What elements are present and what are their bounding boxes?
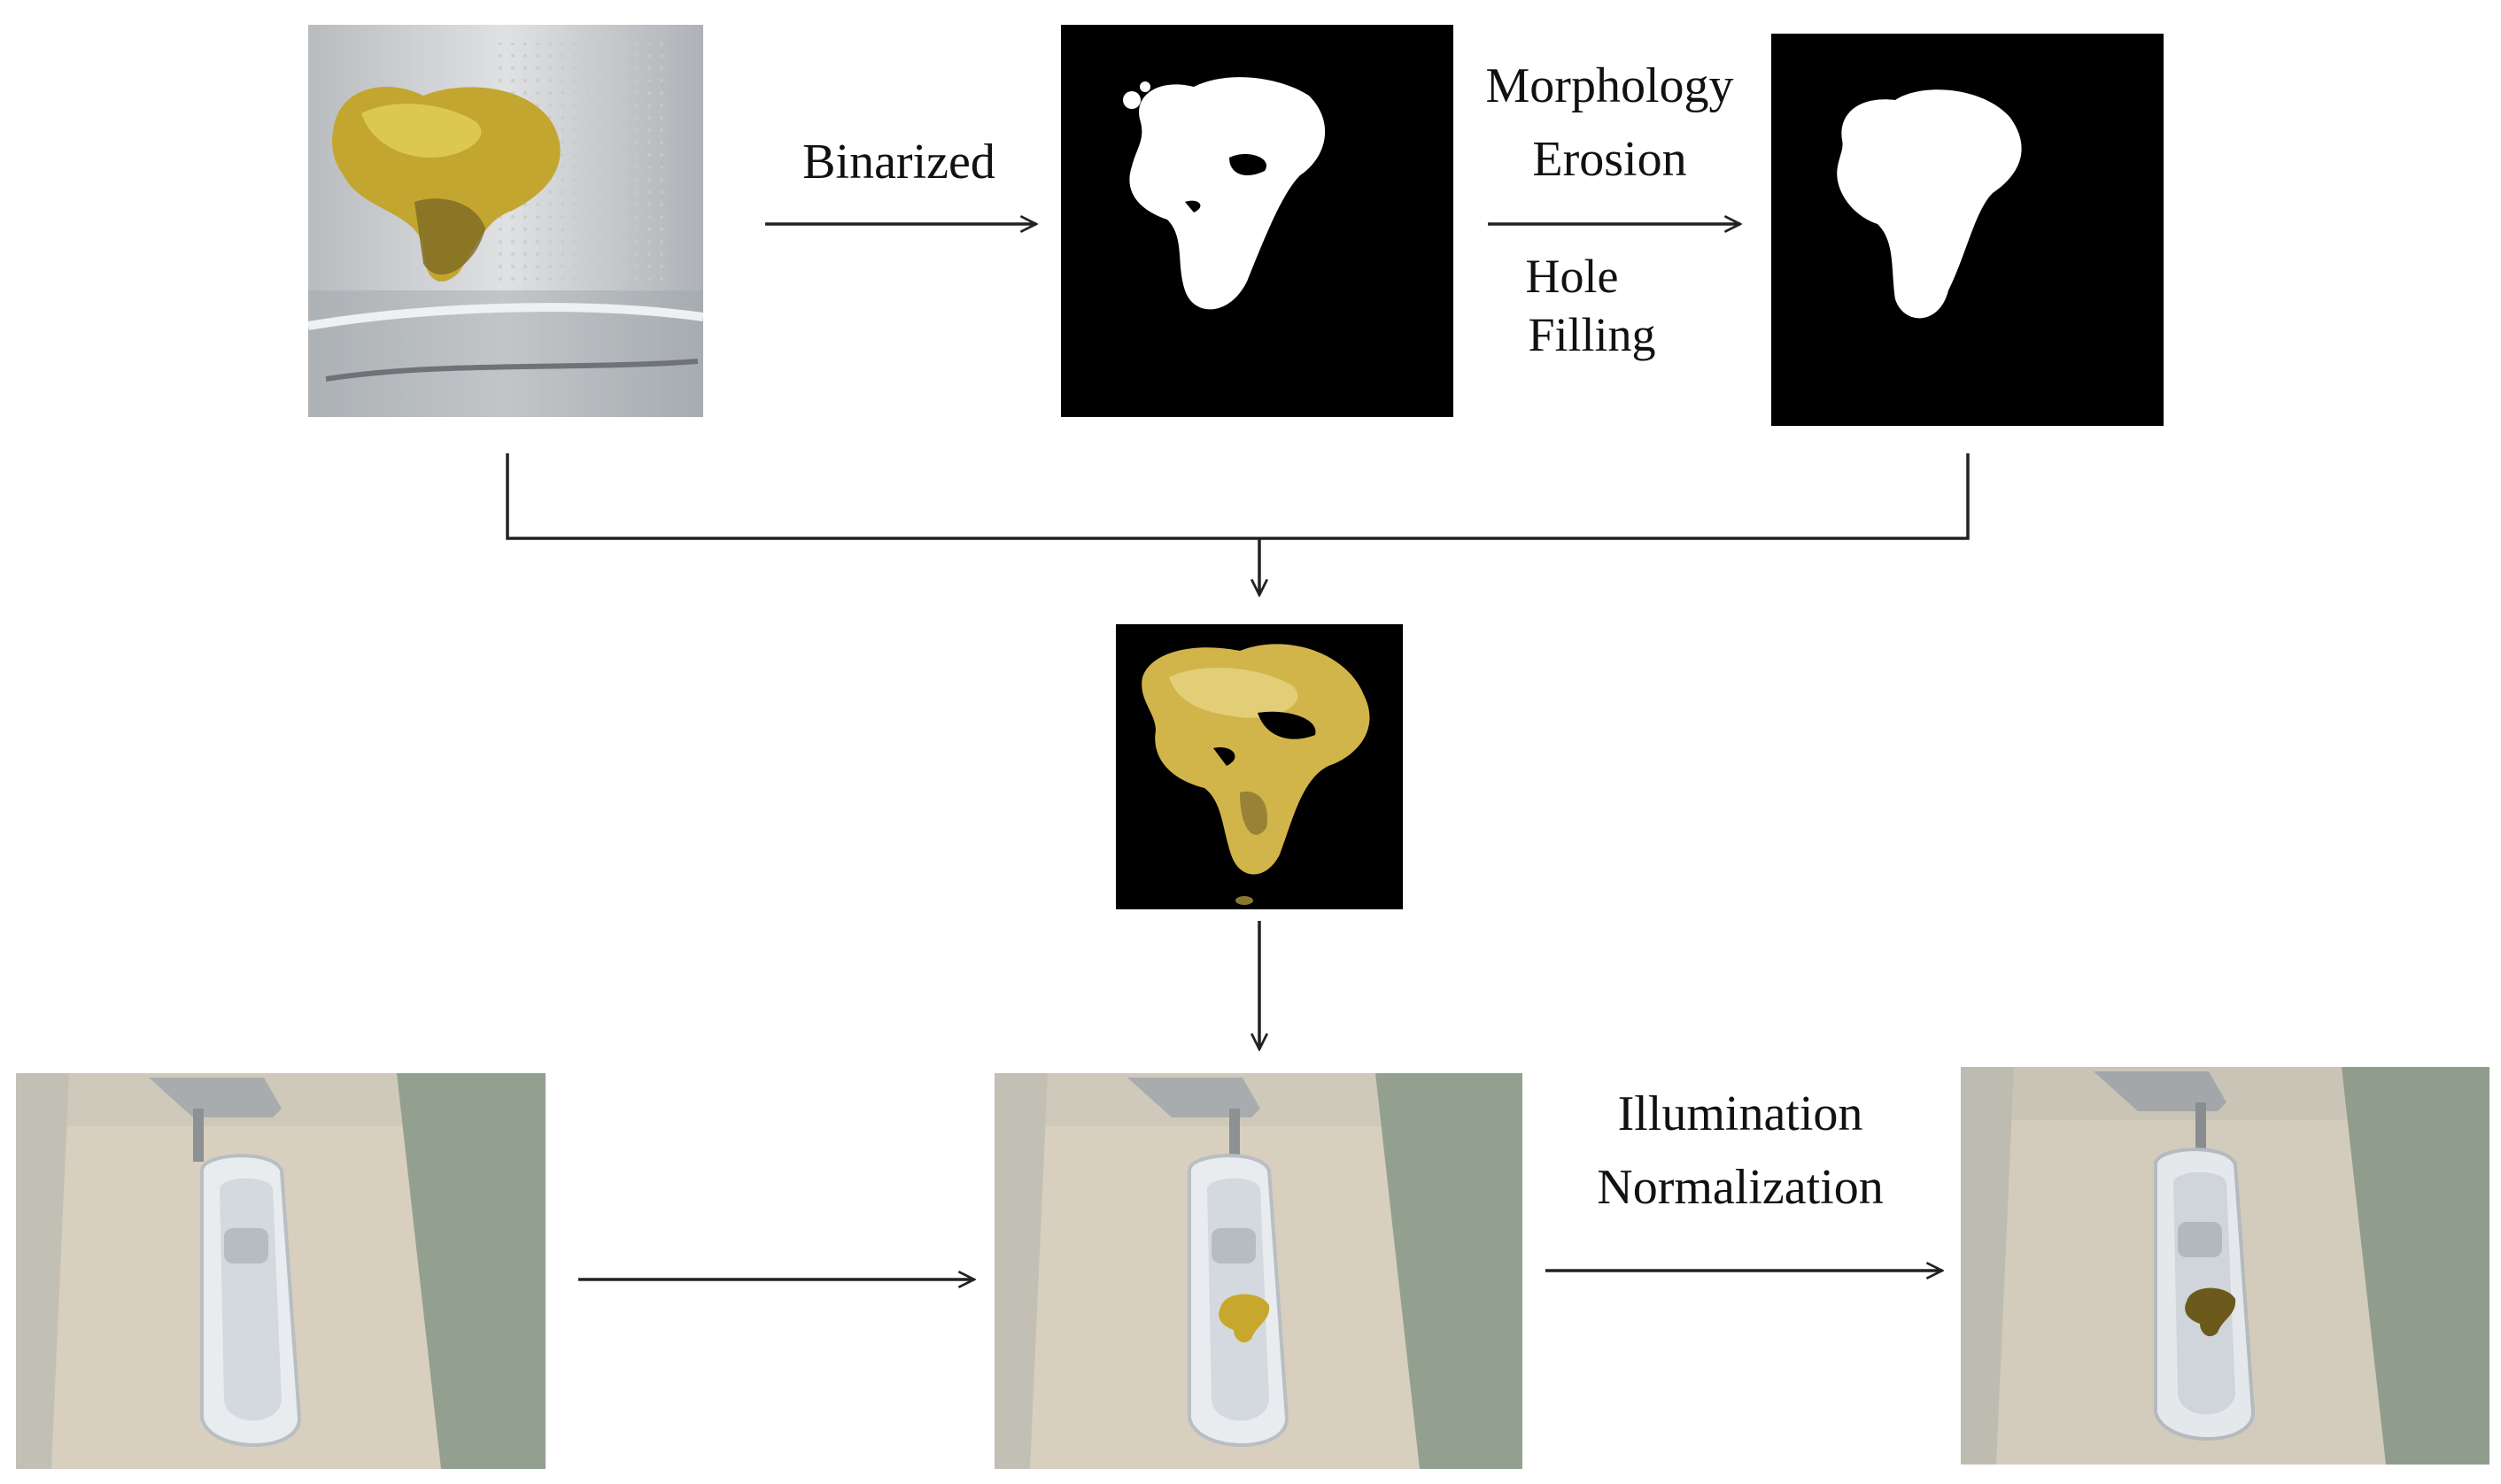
- composited-toilet-photo: [995, 1073, 1522, 1469]
- stool-sample-photo: [308, 25, 703, 417]
- erosion-label: Erosion: [1532, 132, 1687, 187]
- refined-mask: [1771, 34, 2164, 426]
- hole-label: Hole: [1525, 250, 1619, 303]
- normalized-toilet-photo: [1961, 1067, 2489, 1465]
- normalization-label: Normalization: [1597, 1160, 1884, 1215]
- merge-line: [506, 453, 1970, 540]
- toilet-background-photo: [16, 1073, 546, 1469]
- illumination-label: Illumination: [1617, 1086, 1863, 1141]
- segmented-stool: [1116, 624, 1403, 909]
- morphology-label: Morphology: [1485, 58, 1734, 113]
- binarized-label: Binarized: [802, 135, 995, 189]
- filling-label: Filling: [1528, 308, 1656, 361]
- binary-mask: [1061, 25, 1453, 417]
